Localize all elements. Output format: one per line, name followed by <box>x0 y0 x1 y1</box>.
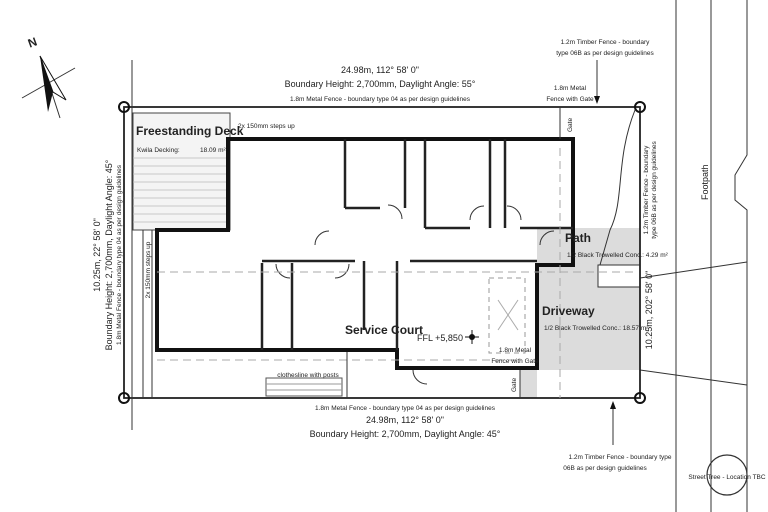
gate-bottom-label: Gate <box>511 378 518 392</box>
street-tree-icon: Street Tree - Location TBC <box>688 454 766 496</box>
garage-fence-note-1: 1.8m Metal <box>499 347 532 354</box>
path-title: Path <box>565 231 591 245</box>
deck-area: 18.09 m² <box>200 147 226 154</box>
top-boundary-height: Boundary Height: 2,700mm, Daylight Angle… <box>285 79 476 89</box>
level-marker-icon <box>465 330 479 344</box>
right-fence-line1: 1.2m Timber Fence - boundary <box>643 145 650 235</box>
bottom-boundary-dimension: 24.98m, 112° 58' 0" <box>366 415 444 425</box>
bottom-boundary-height: Boundary Height: 2,700mm, Daylight Angle… <box>310 429 501 439</box>
deck-material: Kwila Decking: <box>137 147 180 154</box>
freestanding-deck: Freestanding Deck Kwila Decking: 18.09 m… <box>132 112 244 231</box>
steps-top-note: 2x 150mm steps up <box>238 123 295 130</box>
path-paving <box>537 228 640 265</box>
footpath-label: Footpath <box>700 164 710 200</box>
bottom-boundary-fence: 1.8m Metal Fence - boundary type 04 as p… <box>315 405 496 412</box>
house-floor-plan <box>142 107 637 398</box>
left-boundary-dimension: 10.25m, 22° 58' 0" <box>92 218 102 292</box>
path-material: 1/2 Black Trowelled Conc.: 4.29 m² <box>567 252 669 259</box>
footpath: Footpath <box>639 0 748 512</box>
top-boundary-fence: 1.8m Metal Fence - boundary type 04 as p… <box>290 96 471 103</box>
top-timber-note-2: type 06B as per design guidelines <box>556 50 654 57</box>
driveway-title: Driveway <box>542 304 595 318</box>
site-boundary <box>118 60 646 430</box>
top-boundary-dimension: 24.98m, 112° 58' 0" <box>341 65 419 75</box>
clothesline-label: clothesline with posts <box>277 372 339 379</box>
right-fence-line2: type 06B as per design guidelines <box>651 140 658 238</box>
north-arrow-icon: N <box>21 35 76 119</box>
right-boundary-dimension: 10.25m, 202° 58' 0" <box>644 271 654 350</box>
gate-top-label: Gate <box>567 118 574 132</box>
metal-gate-note-1: 1.8m Metal <box>554 85 587 92</box>
bottom-timber-note-2: 06B as per design guidelines <box>563 465 647 472</box>
street-tree-label: Street Tree - Location TBC <box>688 474 765 481</box>
deck-title: Freestanding Deck <box>136 124 244 138</box>
garage-fence-note-2: Fence with Gate <box>491 358 539 365</box>
top-timber-note-1: 1.2m Timber Fence - boundary <box>561 39 651 46</box>
service-court-title: Service Court <box>345 323 423 337</box>
left-boundary-height: Boundary Height: 2,700mm, Daylight Angle… <box>104 159 114 350</box>
steps-left-note: 2x 150mm steps up <box>145 241 152 298</box>
ffl-level: FFL +5,850 <box>417 333 463 343</box>
driveway-material: 1/2 Black Trowelled Conc.: 18.57 m² <box>544 325 649 332</box>
metal-gate-note-2: Fence with Gate <box>546 96 594 103</box>
left-boundary-fence: 1.8m Metal Fence - boundary type 04 as p… <box>116 164 123 345</box>
north-label: N <box>26 35 39 51</box>
bottom-timber-note-1: 1.2m Timber Fence - boundary type <box>569 454 672 461</box>
